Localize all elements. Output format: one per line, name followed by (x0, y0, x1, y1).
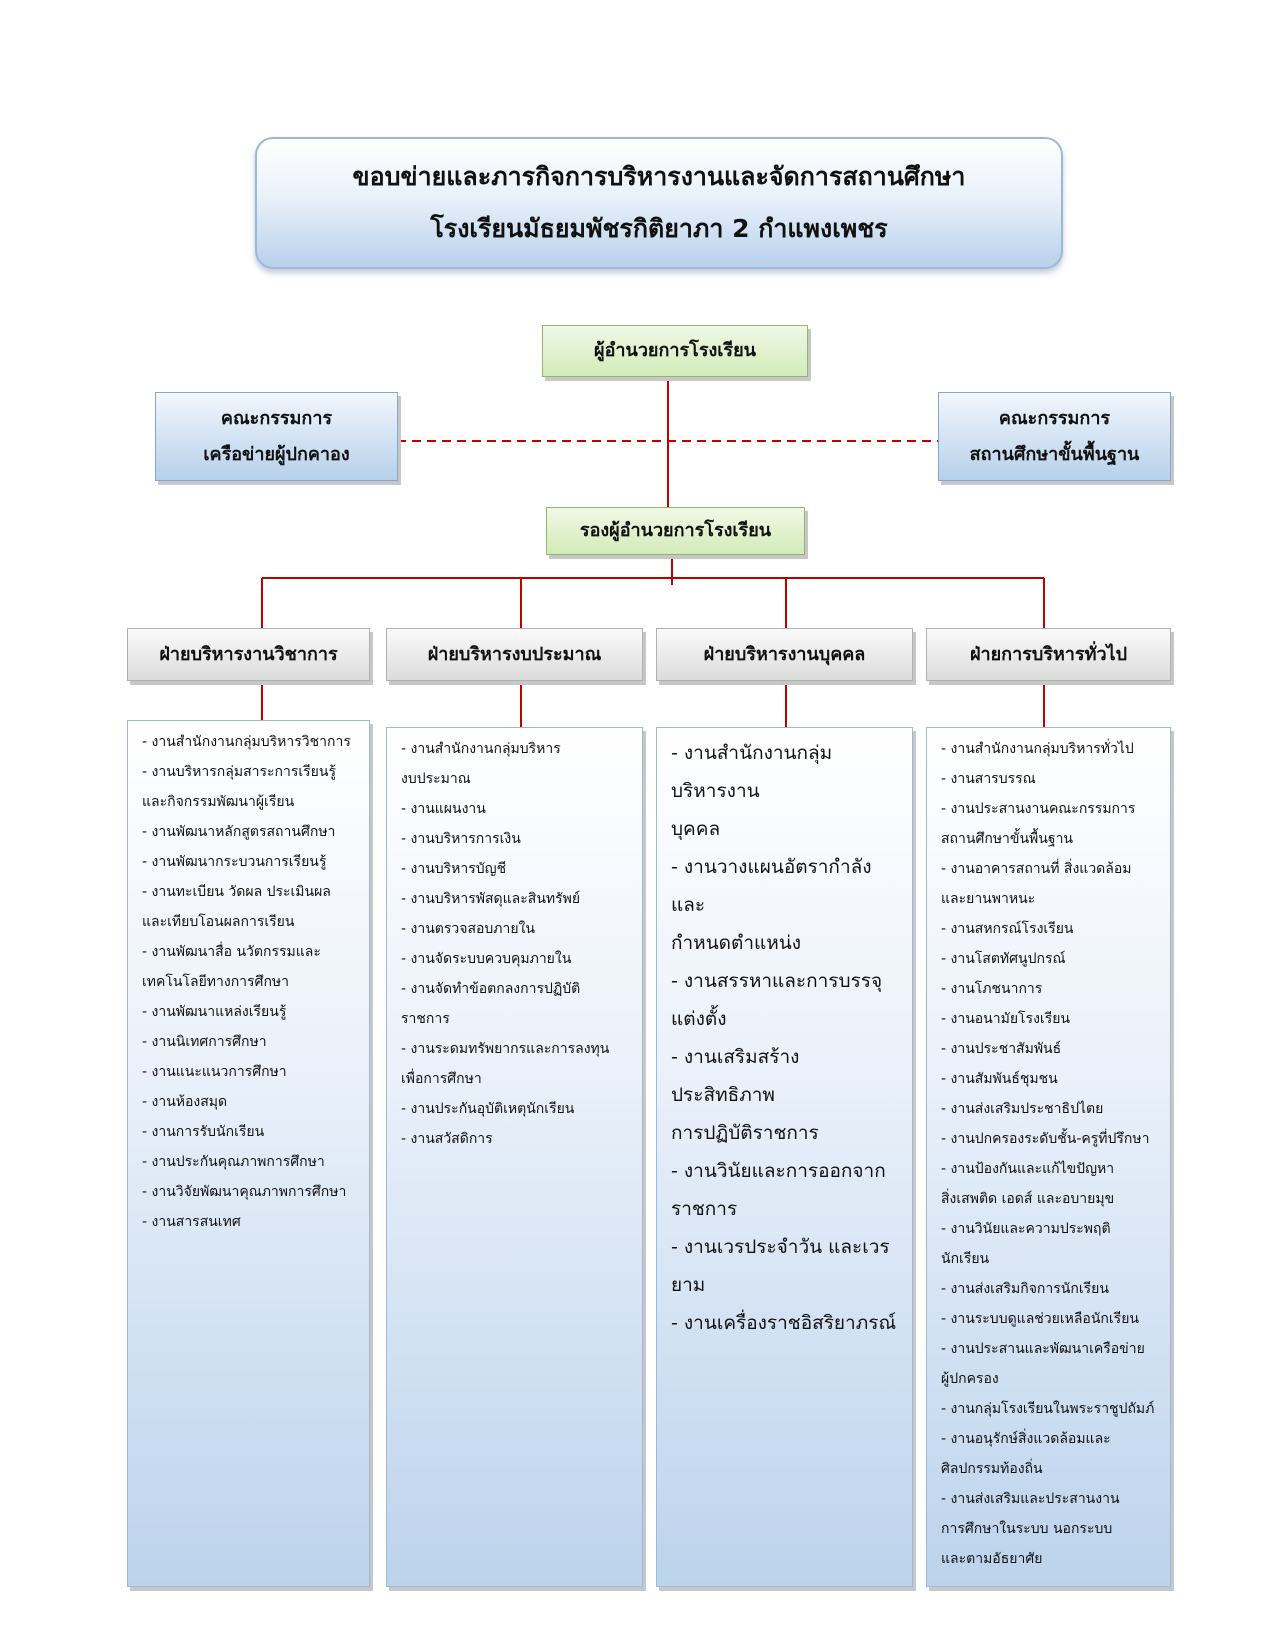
task-item: - งานส่งเสริมและประสานงาน การศึกษาในระบบ… (941, 1491, 1120, 1567)
director-label: ผู้อำนวยการโรงเรียน (594, 340, 756, 361)
task-item: - งานส่งเสริมกิจการนักเรียน (941, 1281, 1109, 1297)
task-item: - งานประชาสัมพันธ์ (941, 1041, 1062, 1057)
task-item: - งานระบบดูแลช่วยเหลือนักเรียน (941, 1311, 1139, 1327)
task-item: - งานพัฒนาสื่อ นวัตกรรมและ เทคโนโลยีทางก… (142, 944, 321, 990)
task-item: - งานกลุ่มโรงเรียนในพระราชูปถัมภ์ (941, 1401, 1155, 1417)
chart-title-line-1: ขอบข่ายและภารกิจการบริหารงานและจัดการสถา… (352, 162, 966, 191)
task-item: - งานส่งเสริมประชาธิปไตย (941, 1101, 1104, 1117)
task-item: - งานพัฒนาแหล่งเรียนรู้ (142, 1004, 287, 1020)
chart-title-line-2: โรงเรียนมัธยมพัชรกิติยาภา 2 กำแพงเพชร (430, 214, 888, 243)
committee-right-line-1: คณะกรรมการ (998, 407, 1111, 429)
task-item: - งานจัดระบบควบคุมภายใน (401, 951, 572, 967)
task-item: - งานบริหารการเงิน (401, 831, 521, 847)
general-task-list: - งานสำนักงานกลุ่มบริหารทั่วไป - งานสารบร… (926, 727, 1171, 1587)
task-item: - งานประกันอุบัติเหตุนักเรียน (401, 1101, 575, 1117)
budget-task-list: - งานสำนักงานกลุ่มบริหาร งบประมาณ - งานแผ… (386, 727, 643, 1587)
dept-academic-node: ฝ่ายบริหารงานวิชาการ (127, 628, 370, 681)
task-item: - งานระดมทรัพยากรและการลงทุน เพื่อการศึก… (401, 1041, 610, 1087)
academic-task-list: - งานสำนักงานกลุ่มบริหารวิชาการ - งานบริห… (127, 720, 370, 1587)
dept-general-label: ฝ่ายการบริหารทั่วไป (969, 643, 1128, 665)
task-item: - งานอาคารสถานที่ สิ่งแวดล้อม และยานพาหน… (941, 861, 1132, 907)
task-item: - งานสำนักงานกลุ่มบริหาร งบประมาณ (401, 741, 561, 787)
task-item: - งานห้องสมุด (142, 1094, 228, 1110)
dept-budget-node: ฝ่ายบริหารงบประมาณ (386, 628, 643, 681)
task-item: - งานแนะแนวการศึกษา (142, 1064, 287, 1080)
task-item: - งานการรับนักเรียน (142, 1124, 265, 1140)
dept-personnel-label: ฝ่ายบริหารงานบุคคล (703, 643, 866, 665)
task-item: - งานโสตทัศนูปกรณ์ (941, 951, 1066, 967)
dept-budget-label: ฝ่ายบริหารงบประมาณ (427, 643, 602, 665)
task-item: - งานบริหารพัสดุและสินทรัพย์ (401, 891, 581, 907)
task-item: - งานพัฒนากระบวนการเรียนรู้ (142, 854, 327, 870)
task-item: - งานแผนงาน (401, 801, 486, 817)
task-item: - งานบริหารบัญชี (401, 861, 507, 877)
task-item: - งานสารบรรณ (941, 771, 1036, 787)
committee-left-line-2: เครือข่ายผู้ปกคาอง (203, 443, 350, 465)
deputy-label: รองผู้อำนวยการโรงเรียน (579, 520, 772, 541)
task-item: - งานวางแผนอัตรากำลังและ กำหนดตำแหน่ง (671, 856, 872, 954)
task-item: - งานปกครองระดับชั้น-ครูที่ปรึกษา (941, 1131, 1150, 1147)
director-node: ผู้อำนวยการโรงเรียน (542, 325, 808, 377)
task-item: - งานพัฒนาหลักสูตรสถานศึกษา (142, 824, 336, 840)
task-item: - งานสวัสดิการ (401, 1131, 493, 1147)
task-item: - งานเครื่องราชอิสริยาภรณ์ (671, 1312, 897, 1334)
task-item: - งานสำนักงานกลุ่ม บริหารงาน บุคคล (671, 742, 833, 840)
task-item: - งานสารสนเทศ (142, 1214, 241, 1230)
task-item: - งานทะเบียน วัดผล ประเมินผล และเทียบโอน… (142, 884, 331, 930)
task-item: - งานอนามัยโรงเรียน (941, 1011, 1070, 1027)
task-item: - งานประสานงานคณะกรรมการ สถานศึกษาขั้นพื… (941, 801, 1136, 847)
basic-education-committee-node: คณะกรรมการ สถานศึกษาขั้นพื้นฐาน (938, 392, 1171, 481)
task-item: - งานวินัยและการออกจาก ราชการ (671, 1160, 886, 1220)
dept-academic-label: ฝ่ายบริหารงานวิชาการ (159, 643, 338, 665)
task-item: - งานบริหารกลุ่มสาระการเรียนรู้ และกิจกร… (142, 764, 336, 810)
task-item: - งานวิจัยพัฒนาคุณภาพการศึกษา (142, 1184, 347, 1200)
task-item: - งานสำนักงานกลุ่มบริหารทั่วไป (941, 741, 1134, 757)
task-item: - งานโภชนาการ (941, 981, 1043, 997)
chart-title-box: ขอบข่ายและภารกิจการบริหารงานและจัดการสถา… (255, 137, 1063, 269)
parent-network-committee-node: คณะกรรมการ เครือข่ายผู้ปกคาอง (155, 392, 398, 481)
task-item: - งานประสานและพัฒนาเครือข่าย ผู้ปกครอง (941, 1341, 1145, 1387)
deputy-director-node: รองผู้อำนวยการโรงเรียน (546, 507, 805, 555)
task-item: - งานประกันคุณภาพการศึกษา (142, 1154, 325, 1170)
committee-right-line-2: สถานศึกษาขั้นพื้นฐาน (969, 443, 1140, 465)
task-item: - งานอนุรักษ์สิ่งแวดล้อมและ ศิลปกรรมท้อง… (941, 1431, 1111, 1477)
task-item: - งานสรรหาและการบรรจุ แต่งตั้ง (671, 970, 883, 1030)
task-item: - งานสหกรณ์โรงเรียน (941, 921, 1074, 937)
personnel-task-list: - งานสำนักงานกลุ่ม บริหารงาน บุคคล - งานว… (656, 727, 913, 1587)
task-item: - งานป้องกันและแก้ไขปัญหา สิ่งเสพติด เอด… (941, 1161, 1115, 1207)
dept-personnel-node: ฝ่ายบริหารงานบุคคล (656, 628, 913, 681)
task-item: - งานจัดทำข้อตกลงการปฏิบัติ ราชการ (401, 981, 581, 1027)
task-item: - งานวินัยและความประพฤติ นักเรียน (941, 1221, 1111, 1267)
dept-general-node: ฝ่ายการบริหารทั่วไป (926, 628, 1171, 681)
task-item: - งานตรวจสอบภายใน (401, 921, 535, 937)
task-item: - งานนิเทศการศึกษา (142, 1034, 267, 1050)
task-item: - งานเสริมสร้างประสิทธิภาพ การปฏิบัติราช… (671, 1046, 819, 1144)
task-item: - งานสำนักงานกลุ่มบริหารวิชาการ (142, 734, 351, 750)
task-item: - งานเวรประจำวัน และเวร ยาม (671, 1236, 890, 1296)
task-item: - งานสัมพันธ์ชุมชน (941, 1071, 1058, 1087)
committee-left-line-1: คณะกรรมการ (220, 407, 333, 429)
